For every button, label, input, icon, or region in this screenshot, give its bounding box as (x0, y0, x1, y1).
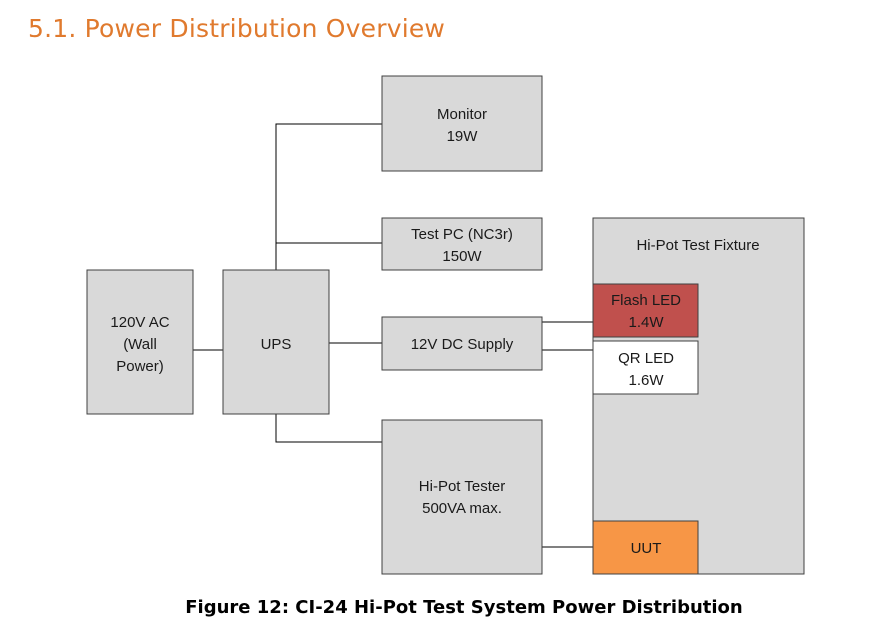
connector-ups-hipot (275, 414, 382, 443)
qr-led-label: QR LED (618, 350, 674, 367)
dc-supply-node: 12V DC Supply (381, 316, 543, 371)
test-fixture-node: Hi-Pot Test Fixture (592, 217, 805, 575)
monitor-label: Monitor (437, 106, 487, 123)
monitor-power: 19W (447, 128, 479, 145)
hipot-tester-rating: 500VA max. (422, 500, 502, 517)
flash-led-label: Flash LED (611, 292, 681, 309)
qr-led-node: QR LED 1.6W (592, 340, 699, 395)
connectors (193, 123, 593, 548)
wall-power-label-2: (Wall (123, 336, 157, 353)
uut-node: UUT (592, 520, 699, 575)
test-pc-node: Test PC (NC3r) 150W (381, 217, 543, 271)
ups-label: UPS (261, 336, 292, 353)
figure-caption: Figure 12: CI-24 Hi-Pot Test System Powe… (185, 597, 743, 618)
test-pc-label: Test PC (NC3r) (411, 226, 513, 243)
test-fixture-label: Hi-Pot Test Fixture (636, 237, 759, 254)
test-pc-power: 150W (442, 248, 482, 265)
qr-led-power: 1.6W (628, 372, 664, 389)
hipot-tester-node: Hi-Pot Tester 500VA max. (381, 419, 543, 575)
monitor-node: Monitor 19W (381, 75, 543, 172)
connector-ups-monitor (275, 123, 382, 270)
wall-power-label-1: 120V AC (110, 314, 169, 331)
uut-label: UUT (631, 540, 662, 557)
wall-power-label-3: Power) (116, 358, 164, 375)
hipot-tester-label: Hi-Pot Tester (419, 478, 505, 495)
ups-node: UPS (222, 269, 330, 415)
wall-power-node: 120V AC (Wall Power) (86, 269, 194, 415)
flash-led-node: Flash LED 1.4W (592, 283, 699, 338)
page-heading: 5.1. Power Distribution Overview (28, 14, 446, 43)
dc-supply-label: 12V DC Supply (411, 336, 514, 353)
flash-led-power: 1.4W (628, 314, 664, 331)
